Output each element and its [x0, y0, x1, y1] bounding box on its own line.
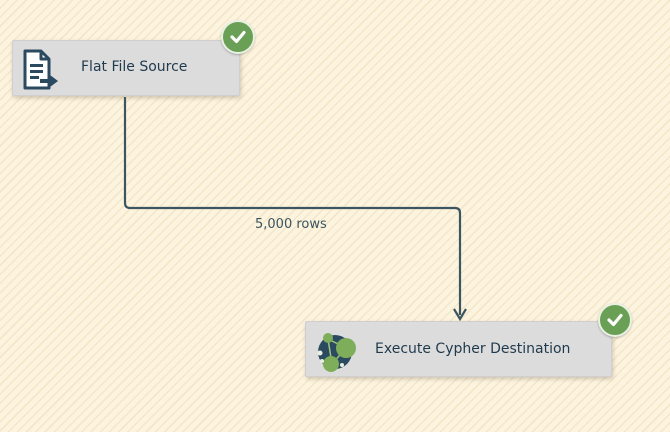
neo4j-graph-icon — [317, 333, 356, 372]
data-path-line[interactable] — [123, 97, 462, 315]
flat-file-source-label: Flat File Source — [81, 59, 188, 75]
data-path-arrowhead — [453, 308, 467, 322]
execute-cypher-destination-task[interactable]: Execute Cypher Destination — [305, 303, 632, 377]
flat-file-source-task[interactable]: Flat File Source — [12, 20, 255, 96]
flat-file-source-icon — [23, 49, 58, 90]
success-check-icon — [221, 20, 255, 54]
success-check-icon — [598, 303, 632, 337]
execute-cypher-destination-label: Execute Cypher Destination — [375, 341, 571, 357]
row-count-label: 5,000 rows — [255, 217, 327, 232]
